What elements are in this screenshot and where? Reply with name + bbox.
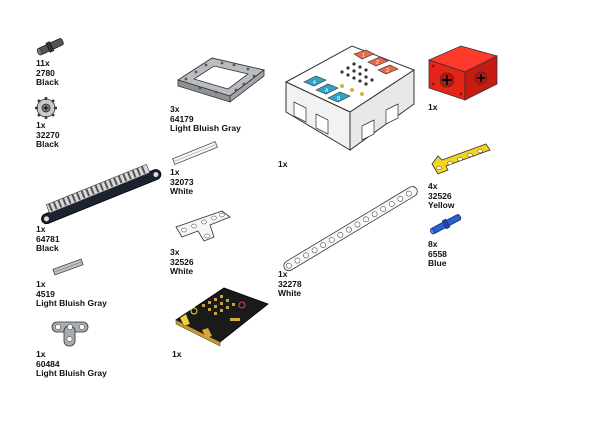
hub-button-glyph: A (325, 88, 329, 94)
l-beam-32526-yellow-image (431, 143, 491, 175)
gear-rack-64781-image (41, 163, 162, 225)
hub-button-glyph: 2 (376, 60, 379, 66)
hub-button-glyph: 1 (362, 53, 365, 59)
pin-2780-image (36, 38, 64, 56)
t-beam-60484-image (51, 321, 89, 347)
frame-64179-image (176, 57, 266, 103)
hub-button-glyph: 3 (386, 68, 389, 74)
motor-red-label: 1x (428, 102, 438, 112)
pin-6558-image (429, 214, 462, 235)
hub-button-glyph: B (337, 96, 341, 102)
microbit-image (175, 287, 269, 347)
gear-32270-image (35, 97, 57, 119)
hub-button-glyph: 4 (313, 80, 316, 86)
axle-4519-image (52, 258, 84, 276)
l-beam-32526-white-image (175, 210, 231, 242)
axle-32073-image (172, 141, 218, 165)
hub-label: 1x (278, 159, 288, 169)
microbit-label: 1x (172, 349, 182, 359)
long-beam-32278-image (283, 186, 418, 272)
motor-red-image (427, 45, 499, 101)
hub-image: 1 2 3 4 A B (284, 45, 416, 151)
